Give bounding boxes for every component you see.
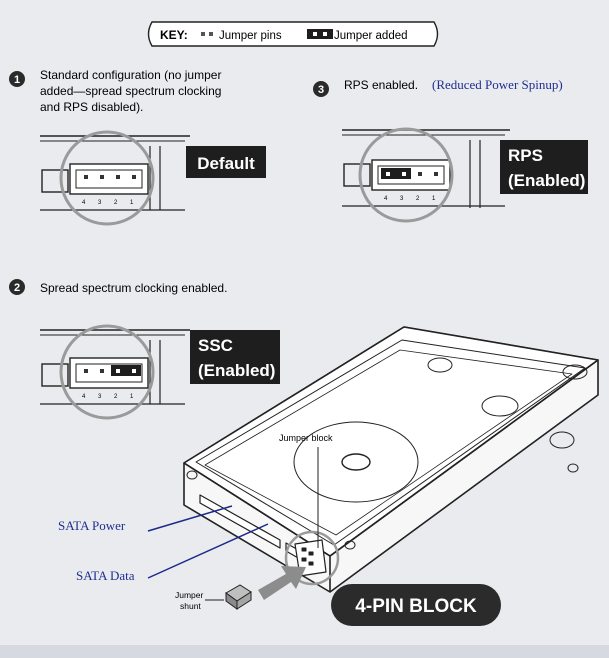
svg-text:2: 2	[416, 196, 420, 202]
svg-text:2: 2	[114, 200, 118, 206]
jumper-shunt-fill	[381, 168, 411, 179]
jumper-pin	[386, 172, 390, 176]
jumper-shunt-fill	[111, 365, 141, 376]
jumper-pin	[402, 172, 406, 176]
svg-text:4: 4	[82, 394, 86, 400]
sata-power-label: SATA Power	[58, 518, 126, 533]
zoom-circle	[59, 324, 155, 420]
svg-text:3: 3	[400, 196, 404, 202]
svg-text:1: 1	[432, 196, 436, 202]
svg-text:2: 2	[14, 282, 20, 294]
jumper-pin	[100, 175, 104, 179]
svg-text:RPS: RPS	[508, 146, 543, 165]
jumper-pin	[132, 369, 136, 373]
connector-illustration: 4 3 2 1	[40, 130, 190, 226]
jumper-shunt-label: Jumper	[175, 590, 204, 600]
config-3: 3 RPS enabled. (Reduced Power Spinup) 4 …	[313, 77, 588, 223]
key-added-label: Jumper added	[334, 30, 408, 42]
jumper-pin	[84, 369, 88, 373]
jumper-pin	[418, 172, 422, 176]
jumper-block-icon	[307, 29, 333, 39]
svg-text:shunt: shunt	[180, 601, 201, 611]
jumper-pin	[84, 175, 88, 179]
four-pin-block-badge	[331, 584, 501, 626]
step-number-badge	[9, 279, 25, 295]
sata-data-leader	[147, 523, 269, 579]
svg-text:SSC: SSC	[198, 336, 233, 355]
key-title: KEY:	[160, 28, 188, 42]
jumper-pin	[434, 172, 438, 176]
jumper-block-label: Jumper block	[279, 433, 333, 443]
svg-text:2: 2	[114, 394, 118, 400]
sata-power-leader	[147, 505, 233, 532]
insert-arrow-icon	[258, 566, 306, 600]
svg-text:(Enabled): (Enabled)	[198, 361, 275, 380]
jumper-pin	[100, 369, 104, 373]
svg-text:and RPS disabled).: and RPS disabled).	[40, 100, 143, 114]
zoom-circle	[358, 127, 454, 223]
jumper-pin	[116, 369, 120, 373]
svg-text:4-PIN BLOCK: 4-PIN BLOCK	[355, 596, 477, 617]
config-2: 2 Spread spectrum clocking enabled. 4 3 …	[9, 279, 280, 420]
step-number-badge	[9, 71, 25, 87]
pin-dot-icon	[209, 32, 213, 36]
pin-dot-icon	[201, 32, 205, 36]
connector-illustration: 4 3 2 1	[342, 127, 510, 223]
svg-text:Default: Default	[197, 154, 255, 173]
svg-text:(Enabled): (Enabled)	[508, 171, 585, 190]
zoom-circle	[59, 130, 155, 226]
rps-expansion: (Reduced Power Spinup)	[432, 77, 563, 92]
svg-text:4: 4	[82, 200, 86, 206]
pin-block-zoom-circle	[284, 530, 340, 586]
hard-drive-illustration	[183, 326, 599, 593]
badge-default	[186, 146, 266, 178]
svg-text:added—spread spectrum clocking: added—spread spectrum clocking	[40, 84, 221, 98]
svg-text:1: 1	[14, 74, 20, 86]
sata-data-label: SATA Data	[76, 568, 135, 583]
svg-text:3: 3	[98, 200, 102, 206]
key-pins-label: Jumper pins	[219, 30, 282, 42]
jumper-shunt-icon	[225, 584, 252, 610]
jumper-pin	[116, 175, 120, 179]
badge-rps	[500, 140, 588, 194]
svg-text:Spread spectrum clocking enabl: Spread spectrum clocking enabled.	[40, 281, 227, 295]
svg-text:3: 3	[318, 84, 324, 96]
key-legend: KEY: Jumper pins Jumper added	[147, 21, 439, 47]
badge-ssc	[190, 330, 280, 384]
jumper-pin	[132, 175, 136, 179]
svg-text:1: 1	[130, 394, 134, 400]
config-1: 1 Standard configuration (no jumper adde…	[9, 68, 266, 226]
svg-text:3: 3	[98, 394, 102, 400]
svg-text:RPS enabled.: RPS enabled.	[344, 78, 418, 92]
svg-text:4: 4	[384, 196, 388, 202]
step-number-badge	[313, 81, 329, 97]
bottom-strip	[0, 645, 609, 658]
connector-illustration: 4 3 2 1	[40, 324, 190, 420]
svg-text:1: 1	[130, 200, 134, 206]
svg-text:Standard configuration (no jum: Standard configuration (no jumper	[40, 68, 221, 82]
